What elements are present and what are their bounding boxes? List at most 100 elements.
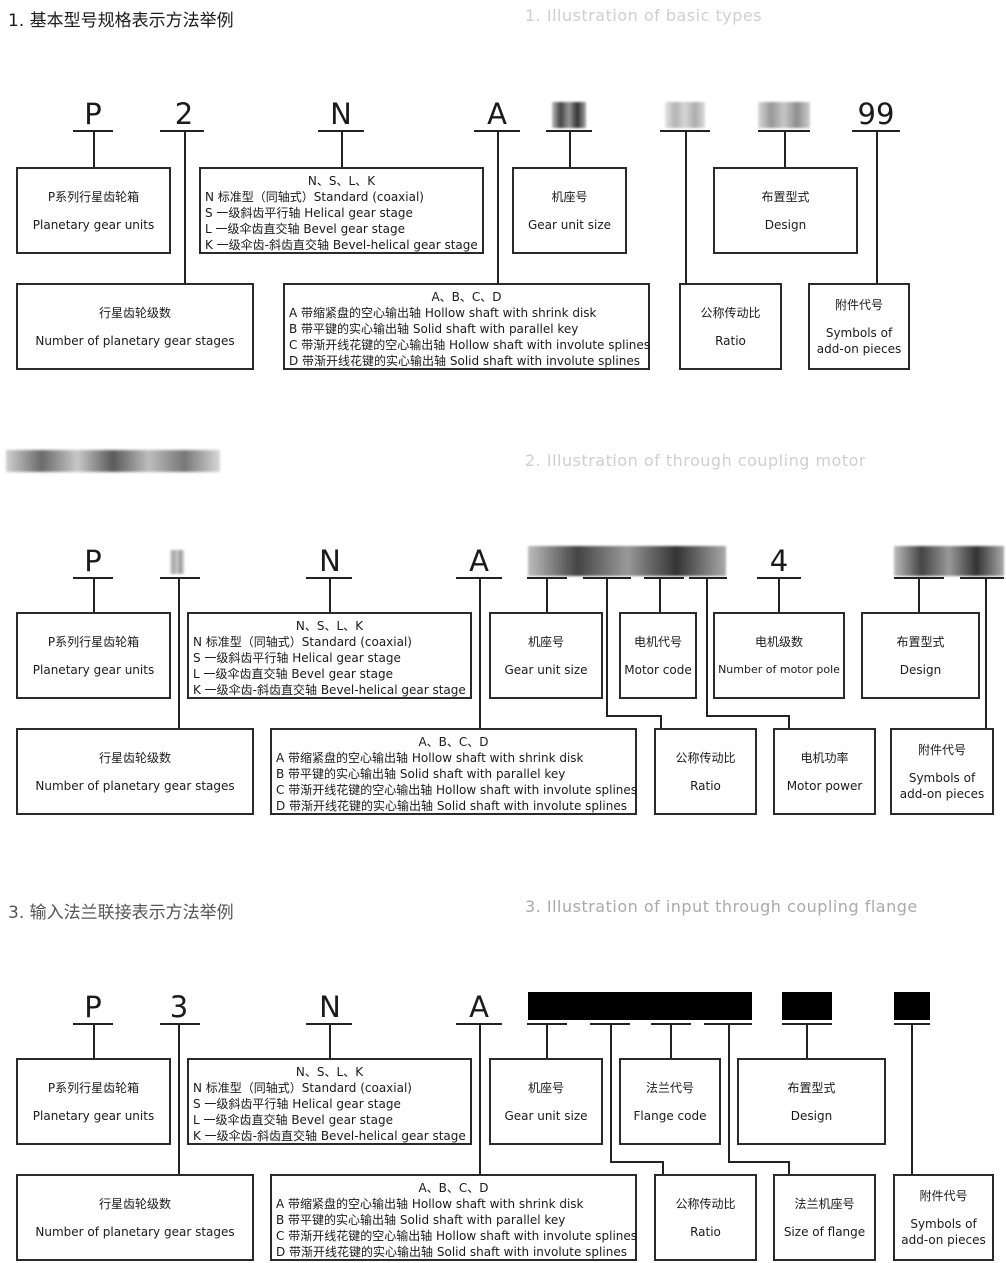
box-motorpower-cn: 电机功率 — [800, 750, 849, 765]
nslk-line: N 标准型（同轴式）Standard (coaxial) — [193, 635, 412, 649]
box-addon: 附件代号 Symbols of add-on pieces — [890, 728, 994, 815]
abcd-line: B 带平键的实心输出轴 Solid shaft with parallel ke… — [289, 322, 579, 336]
box-gearsize-en: Gear unit size — [504, 1108, 588, 1123]
box-gearsize-cn: 机座号 — [527, 1080, 564, 1095]
nslk-line: S 一级斜齿平行轴 Helical gear stage — [205, 206, 413, 220]
abcd-line: C 带渐开线花键的空心输出轴 Hollow shaft with involut… — [276, 1229, 638, 1243]
abcd-line: D 带渐开线花键的实心输出轴 Solid shaft with involute… — [276, 799, 627, 813]
nslk-head: N、S、L、K — [295, 619, 364, 633]
box-stages: 行星齿轮级数 Number of planetary gear stages — [16, 1174, 254, 1261]
box-addon-en1: Symbols of — [908, 770, 976, 785]
box-ratio-en: Ratio — [690, 778, 721, 793]
section1-title: 1. 基本型号规格表示方法举例 — [8, 11, 234, 31]
box-gearsize: 机座号 Gear unit size — [489, 1058, 603, 1145]
box-flangesize-en: Size of flange — [783, 1224, 866, 1239]
code-p: P — [84, 990, 102, 1024]
box-stages-en: Number of planetary gear stages — [35, 1224, 235, 1239]
box-nslk: N、S、L、K N 标准型（同轴式）Standard (coaxial) S 一… — [187, 612, 472, 699]
code-ratio-redacted — [665, 102, 705, 128]
box-ratio-en: Ratio — [690, 1224, 721, 1239]
box-addon-en2: add-on pieces — [899, 786, 985, 801]
box-abcd: A、B、C、D A 带缩紧盘的空心输出轴 Hollow shaft with s… — [283, 283, 650, 370]
box-stages: 行星齿轮级数 Number of planetary gear stages — [16, 283, 254, 370]
box-flangecode-en: Flange code — [633, 1108, 707, 1123]
code-addon-redacted — [894, 992, 930, 1020]
section2-title-redacted — [6, 450, 220, 472]
box-nslk: N、S、L、K N 标准型（同轴式）Standard (coaxial) S 一… — [199, 167, 484, 254]
code-motorpole: 4 — [769, 544, 789, 578]
box-stages-cn: 行星齿轮级数 — [98, 750, 171, 765]
nslk-line: K 一级伞齿-斜齿直交轴 Bevel-helical gear stage — [205, 238, 478, 252]
box-motorpower-en: Motor power — [786, 778, 863, 793]
box-design: 布置型式 Design — [861, 612, 980, 699]
box-gearsize: 机座号 Gear unit size — [512, 167, 627, 254]
section1-title-en: 1. Illustration of basic types — [525, 6, 763, 25]
box-addon-en1: Symbols of — [910, 1216, 977, 1231]
box-design-cn: 布置型式 — [787, 1080, 836, 1095]
abcd-line: B 带平键的实心输出轴 Solid shaft with parallel ke… — [276, 767, 566, 781]
box-design-cn: 布置型式 — [896, 634, 945, 649]
box-stages: 行星齿轮级数 Number of planetary gear stages — [16, 728, 254, 815]
box-design-en: Design — [764, 217, 807, 232]
abcd-head: A、B、C、D — [431, 290, 502, 304]
nslk-line: K 一级伞齿-斜齿直交轴 Bevel-helical gear stage — [193, 1129, 466, 1143]
code-p: P — [84, 544, 102, 578]
nslk-line: N 标准型（同轴式）Standard (coaxial) — [205, 190, 424, 204]
box-flangecode-cn: 法兰代号 — [645, 1080, 694, 1095]
code-stages: 3 — [169, 990, 189, 1024]
box-stages-cn: 行星齿轮级数 — [98, 1196, 171, 1211]
box-gearsize: 机座号 Gear unit size — [489, 612, 603, 699]
box-motorpole: 电机级数 Number of motor pole — [713, 612, 845, 699]
box-planetary: P系列行星齿轮箱 Planetary gear units — [16, 167, 171, 254]
box-addon-en2: add-on pieces — [816, 341, 902, 356]
abcd-line: D 带渐开线花键的实心输出轴 Solid shaft with involute… — [289, 354, 640, 368]
box-gearsize-en: Gear unit size — [527, 217, 612, 232]
code-type: N — [330, 97, 352, 131]
abcd-line: C 带渐开线花键的空心输出轴 Hollow shaft with involut… — [276, 783, 638, 797]
box-flangesize: 法兰机座号 Size of flange — [773, 1174, 876, 1261]
code-size-redacted — [552, 102, 586, 128]
abcd-line: A 带缩紧盘的空心输出轴 Hollow shaft with shrink di… — [276, 1197, 584, 1211]
nslk-line: L 一级伞齿直交轴 Bevel gear stage — [193, 1113, 393, 1127]
nslk-line: L 一级伞齿直交轴 Bevel gear stage — [193, 667, 393, 681]
box-ratio: 公称传动比 Ratio — [654, 1174, 757, 1261]
box-planetary-cn: P系列行星齿轮箱 — [47, 189, 140, 204]
abcd-line: D 带渐开线花键的实心输出轴 Solid shaft with involute… — [276, 1245, 627, 1259]
box-planetary-cn: P系列行星齿轮箱 — [47, 1080, 140, 1095]
box-motorcode-cn: 电机代号 — [633, 634, 682, 649]
box-planetary: P系列行星齿轮箱 Planetary gear units — [16, 1058, 171, 1145]
code-size-motor-redacted — [528, 546, 726, 576]
box-motorcode-en: Motor code — [624, 662, 692, 677]
code-shaft: A — [469, 990, 489, 1024]
box-abcd: A、B、C、D A 带缩紧盘的空心输出轴 Hollow shaft with s… — [270, 728, 637, 815]
box-design: 布置型式 Design — [737, 1058, 886, 1145]
box-stages-en: Number of planetary gear stages — [35, 333, 235, 348]
box-stages-en: Number of planetary gear stages — [35, 778, 235, 793]
box-planetary: P系列行星齿轮箱 Planetary gear units — [16, 612, 171, 699]
box-addon: 附件代号 Symbols of add-on pieces — [808, 283, 910, 370]
box-planetary-en: Planetary gear units — [32, 1108, 155, 1123]
box-addon: 附件代号 Symbols of add-on pieces — [893, 1174, 994, 1261]
code-shaft: A — [469, 544, 489, 578]
box-addon-cn: 附件代号 — [919, 1188, 968, 1203]
box-motorpole-en: Number of motor pole — [718, 662, 840, 676]
box-flangecode: 法兰代号 Flange code — [619, 1058, 721, 1145]
code-size-flange-redacted — [528, 992, 752, 1020]
abcd-head: A、B、C、D — [418, 1181, 489, 1195]
box-ratio-cn: 公称传动比 — [675, 750, 736, 765]
code-p: P — [84, 97, 102, 131]
code-type: N — [319, 544, 341, 578]
nslk-line: L 一级伞齿直交轴 Bevel gear stage — [205, 222, 405, 236]
box-ratio: 公称传动比 Ratio — [679, 283, 782, 370]
box-addon-cn: 附件代号 — [834, 297, 883, 312]
box-gearsize-cn: 机座号 — [527, 634, 564, 649]
box-nslk: N、S、L、K N 标准型（同轴式）Standard (coaxial) S 一… — [187, 1058, 472, 1145]
box-ratio-en: Ratio — [715, 333, 746, 348]
box-motorpower: 电机功率 Motor power — [773, 728, 876, 815]
box-planetary-cn: P系列行星齿轮箱 — [47, 634, 140, 649]
code-design-redacted — [758, 102, 810, 128]
box-gearsize-cn: 机座号 — [551, 189, 588, 204]
box-motorpole-cn: 电机级数 — [754, 634, 803, 649]
section3-title: 3. 输入法兰联接表示方法举例 — [8, 903, 234, 923]
box-planetary-en: Planetary gear units — [32, 217, 155, 232]
